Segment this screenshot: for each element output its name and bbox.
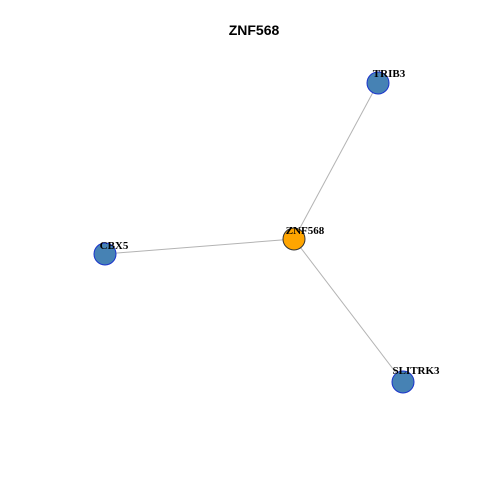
node-cbx5 [93, 242, 117, 266]
node-slitrk3 [391, 370, 415, 394]
node-label-trib3: TRIB3 [373, 68, 406, 80]
node-trib3 [366, 71, 390, 95]
node-znf568 [282, 227, 306, 251]
node-label-cbx5: CBX5 [100, 240, 129, 252]
edge-znf568-slitrk3 [293, 238, 404, 383]
edge-znf568-cbx5 [104, 238, 295, 255]
diagram-title: ZNF568 [229, 22, 280, 38]
nodes-group [93, 71, 415, 394]
node-label-znf568: ZNF568 [286, 225, 325, 237]
edges-group [104, 82, 404, 383]
node-label-slitrk3: SLITRK3 [392, 365, 440, 377]
edge-znf568-trib3 [293, 82, 379, 240]
